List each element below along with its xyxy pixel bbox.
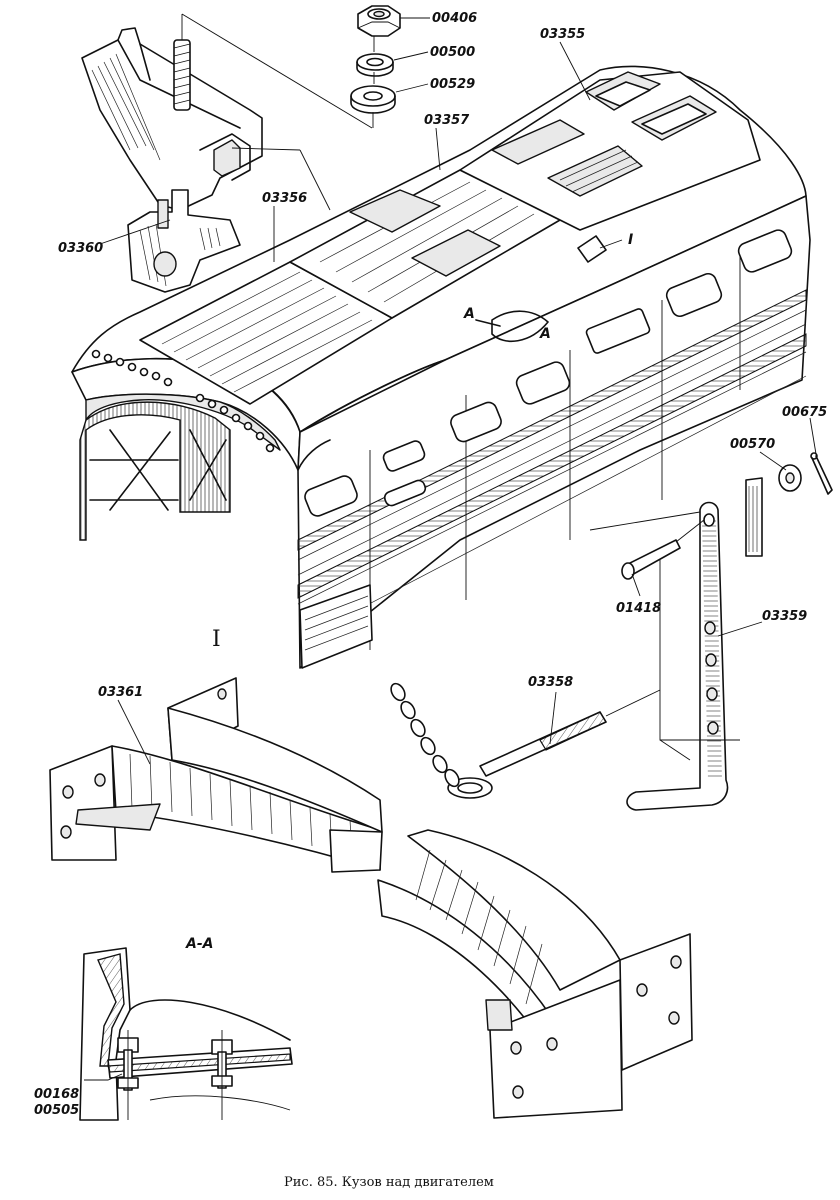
leader-lines	[84, 17, 817, 1081]
label-00168: 00168	[34, 1087, 79, 1102]
label-01418: 01418	[616, 601, 661, 616]
pin-and-clip-parts	[390, 452, 833, 811]
label-00500: 00500	[430, 45, 475, 60]
chain	[390, 682, 460, 788]
label-03361: 03361	[98, 685, 143, 700]
label-00675: 00675	[782, 405, 827, 420]
label-00570: 00570	[730, 437, 775, 452]
curved-bracket-lower	[377, 829, 693, 1119]
section-marker-a-right: A	[539, 326, 551, 342]
section-marker-a-left: A	[463, 306, 475, 322]
section-a-a-view	[79, 947, 293, 1121]
label-00529: 00529	[430, 77, 475, 92]
curved-bracket-upper	[49, 677, 383, 873]
detail-marker-i-big: I	[212, 627, 221, 652]
label-00505: 00505	[34, 1103, 79, 1118]
arch-bolt-row	[91, 349, 275, 453]
label-00406: 00406	[432, 11, 477, 26]
label-03355: 03355	[540, 27, 585, 42]
detail-marker-i-small: I	[628, 232, 633, 248]
figure-caption: Рис. 85. Кузов над двигателем	[284, 1175, 494, 1190]
engine-hood-body	[71, 65, 811, 669]
label-03357: 03357	[424, 113, 470, 128]
label-03358: 03358	[528, 675, 573, 690]
nut-washer-stack	[350, 5, 401, 128]
section-title-a-a: A-A	[185, 936, 213, 952]
label-03356: 03356	[262, 191, 307, 206]
side-windows	[304, 229, 793, 517]
label-03360: 03360	[58, 241, 103, 256]
label-03359: 03359	[762, 609, 807, 624]
hold-down-clamp	[81, 27, 263, 293]
assembly-axis-lines	[181, 13, 373, 211]
